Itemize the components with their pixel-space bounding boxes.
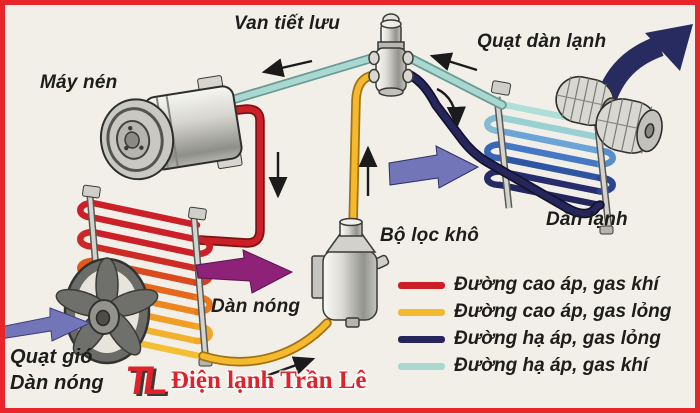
label-condenser-fan-line1: Quạt gió <box>10 346 93 368</box>
flow-arrow-valve-down <box>436 87 466 129</box>
flow-arrows <box>261 52 478 379</box>
legend-swatch-high-pressure-gas <box>398 281 445 289</box>
legend-swatch-low-pressure-gas <box>398 362 445 370</box>
flow-arrow-suction-left <box>261 58 313 78</box>
evaporator-blower <box>555 75 663 154</box>
legend-item-high-pressure-gas: Đường cao áp, gas khí <box>398 274 671 296</box>
watermark: TL Điện lạnh Trần Lê <box>122 359 367 403</box>
legend-label: Đường hạ áp, gas lỏng <box>454 328 661 349</box>
legend-item-low-pressure-liquid: Đường hạ áp, gas lỏng <box>398 328 671 350</box>
label-condenser: Dàn nóng <box>211 296 301 317</box>
legend-label: Đường cao áp, gas lỏng <box>454 301 672 322</box>
compressor <box>99 75 243 181</box>
legend-swatch-low-pressure-liquid <box>398 335 445 343</box>
label-filter-drier: Bộ lọc khô <box>380 225 480 246</box>
condenser-fan <box>55 257 159 365</box>
watermark-text: Điện lạnh Trần Lê <box>170 367 367 394</box>
legend-label: Đường cao áp, gas khí <box>454 274 659 295</box>
watermark-logo: TL <box>122 359 164 403</box>
label-evaporator-fan: Quạt dàn lạnh <box>477 31 607 52</box>
legend-swatch-high-pressure-liquid <box>398 308 445 316</box>
pipe-high-pressure-liquid-drier-to-valve <box>348 71 375 233</box>
filter-drier <box>311 217 390 328</box>
expansion-valve <box>368 13 414 97</box>
pipe-low-pressure-gas-to-compressor <box>220 53 377 107</box>
legend-item-low-pressure-gas: Đường hạ áp, gas khí <box>398 355 671 377</box>
label-expansion-valve: Van tiết lưu <box>234 13 341 34</box>
legend: Đường cao áp, gas khí Đường cao áp, gas … <box>398 274 671 377</box>
label-evaporator: Dàn lạnh <box>546 209 628 230</box>
flow-arrow-to-drier <box>262 356 316 379</box>
pipe-low-pressure-liquid <box>403 69 605 219</box>
legend-label: Đường hạ áp, gas khí <box>454 355 649 376</box>
airflow-arrow-evaporator-out <box>388 145 480 189</box>
pipe-high-pressure-gas <box>195 104 265 248</box>
airflow-arrow-condenser-out <box>195 249 294 294</box>
label-compressor: Máy nén <box>40 72 118 93</box>
label-condenser-fan-line2: Dàn nóng <box>10 372 104 394</box>
airflow-arrow-condenser-in <box>0 307 92 342</box>
pipe-low-pressure-gas-from-evaporator <box>405 53 507 110</box>
flow-arrow-suction-right <box>429 52 478 72</box>
pipe-high-pressure-liquid-condenser-to-drier <box>198 318 332 367</box>
legend-item-high-pressure-liquid: Đường cao áp, gas lỏng <box>398 301 671 323</box>
